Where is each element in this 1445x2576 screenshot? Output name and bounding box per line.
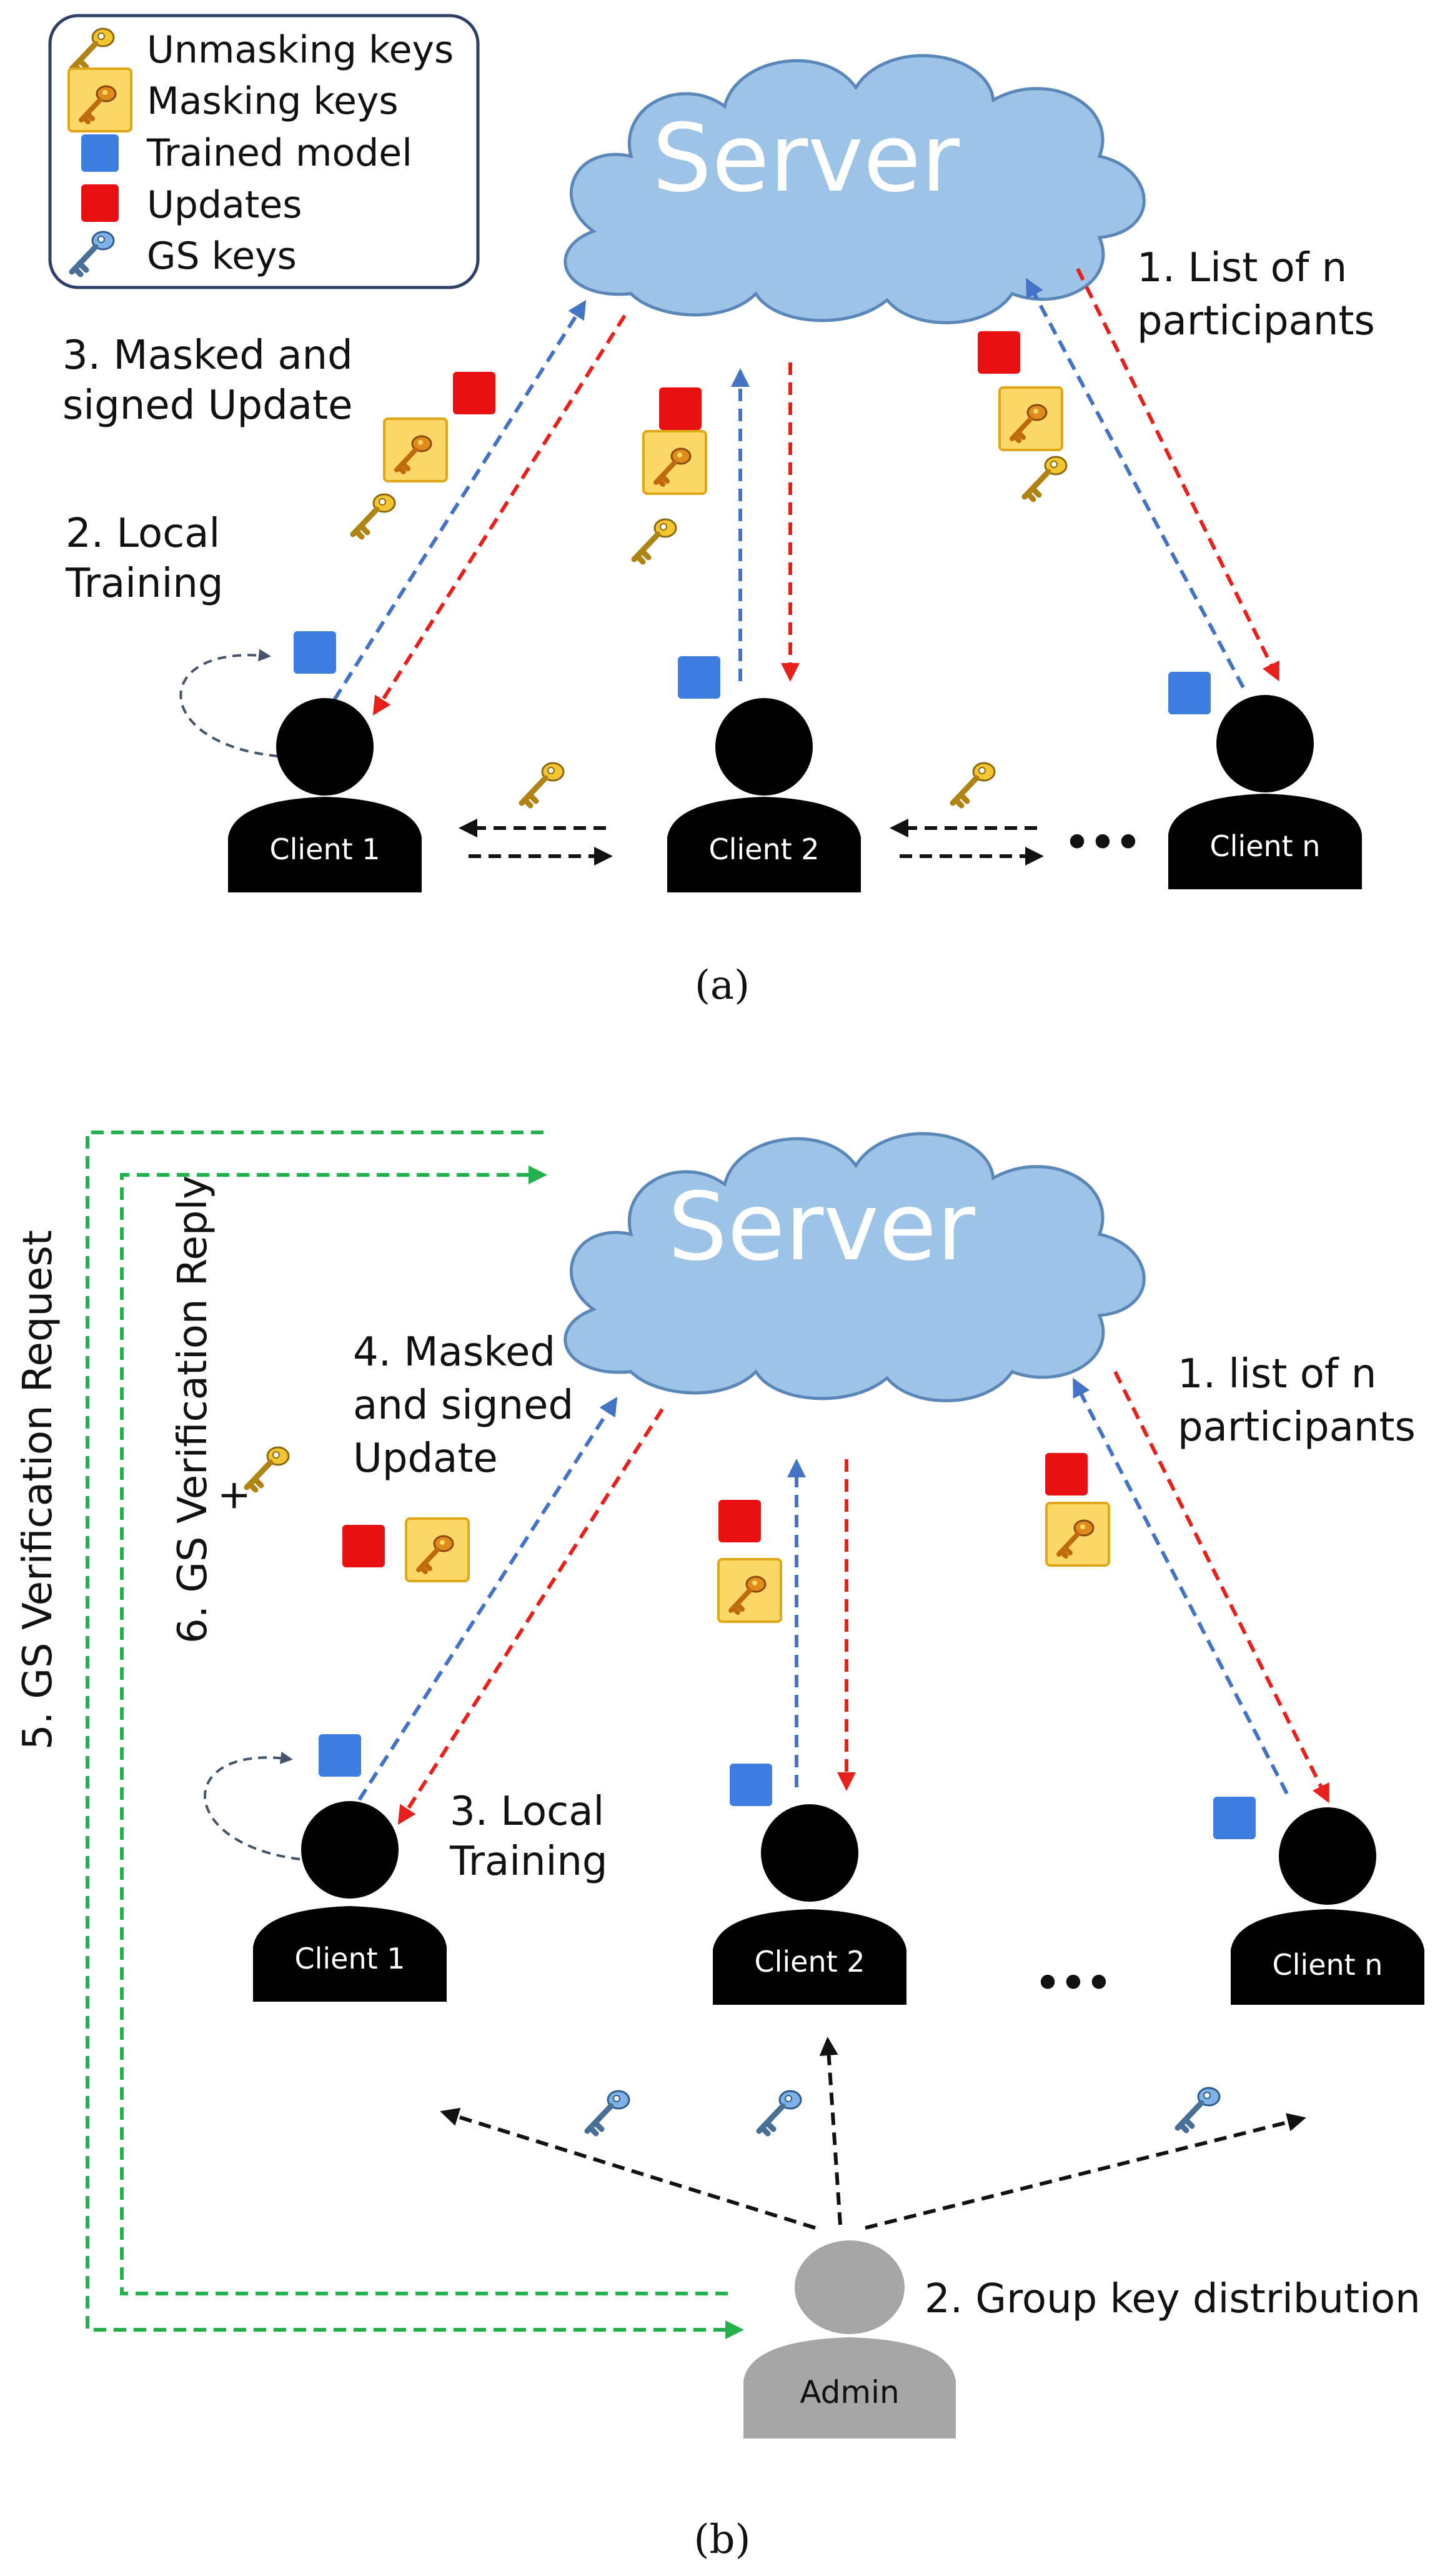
step1-line1-b: 1. list of n [1178, 1351, 1376, 1397]
update-icon-cn-a [978, 331, 1020, 374]
gs-key-icon-cn-b [1178, 2088, 1219, 2130]
clientn-label-b: Client n [1273, 1948, 1383, 1982]
masking-key-icon-c1-b [406, 1519, 469, 1581]
diagram-b: Server 5. GS Verification Request 6. GS … [15, 1131, 1424, 2563]
legend-model-label: Trained model [146, 131, 412, 175]
legend-unmasking-label: Unmasking keys [147, 28, 454, 72]
caption-a: (a) [695, 962, 750, 1009]
update-icon-cn-b [1045, 1453, 1088, 1495]
unmasking-key-icon-p2p1-a [522, 763, 564, 806]
legend-updates-label: Updates [147, 183, 302, 227]
caption-b: (b) [694, 2517, 751, 2563]
step4-line1-b: 4. Masked [353, 1329, 555, 1375]
server-cloud-a: Server [564, 54, 1146, 324]
update-icon-c1-b [342, 1525, 385, 1567]
trained-model-icon [81, 134, 119, 172]
unmasking-key-icon-p2p2-a [953, 763, 995, 806]
client1-label-b: Client 1 [294, 1942, 405, 1975]
local-training-loop-b [204, 1751, 300, 1860]
arrow-client1-to-server-a [332, 299, 587, 701]
arrow-server-to-client1-a [372, 314, 627, 716]
masking-key-icon [69, 69, 131, 131]
update-icon-c2-a [659, 387, 702, 430]
unmasking-key-icon-cn-a [1025, 457, 1066, 499]
gs-verification-request-arrow [86, 1131, 744, 2339]
ellipsis-a: ••• [1065, 820, 1141, 866]
client2-a: Client 2 [667, 698, 861, 892]
arrow-admin-to-client2-b [819, 2037, 842, 2225]
masking-key-icon-cn-a [1000, 387, 1062, 450]
arrow-server-to-client1-b [397, 1408, 664, 1825]
masking-key-icon-cn-b [1046, 1503, 1109, 1565]
trained-model-icon-c2-a [678, 656, 720, 699]
step3-line2-b: Training [449, 1839, 608, 1885]
arrow-clientn-to-server-b [1073, 1377, 1289, 1795]
step5-label-b: 5. GS Verification Request [15, 1230, 61, 1750]
client1-label-a: Client 1 [269, 832, 380, 866]
update-icon [81, 184, 119, 222]
legend-masking-label: Masking keys [147, 79, 399, 123]
trained-model-icon-cn-b [1213, 1797, 1256, 1839]
arrow-server-to-clientn-a [1076, 267, 1279, 682]
gs-key-icon-c1-b [587, 2091, 629, 2134]
step3-line1-a: 3. Masked and [62, 332, 353, 379]
masking-key-icon-c2-b [718, 1559, 781, 1622]
step1-line2-a: participants [1137, 298, 1375, 344]
clientn-label-a: Client n [1210, 829, 1321, 863]
plus-sign-b: + [211, 1479, 257, 1512]
trained-model-icon-c1-b [319, 1734, 361, 1777]
legend-gs-label: GS keys [147, 234, 297, 278]
client2-b: Client 2 [713, 1804, 906, 2005]
step1-line2-b: participants [1178, 1404, 1416, 1450]
update-icon-c2-b [718, 1500, 761, 1542]
trained-model-icon-c1-a [294, 631, 336, 674]
ellipsis-b: ••• [1035, 1960, 1112, 2007]
server-cloud-b: Server [564, 1132, 1146, 1402]
step1-line1-a: 1. List of n [1137, 245, 1347, 291]
client1-b: Client 1 [253, 1801, 447, 2002]
clientn-b: Client n [1231, 1807, 1424, 2005]
step3-line2-a: signed Update [62, 382, 352, 429]
client2-label-b: Client 2 [754, 1945, 865, 1979]
step3-line1-b: 3. Local [450, 1789, 604, 1835]
legend-box [48, 14, 480, 289]
step2-line2-a: Training [65, 561, 224, 607]
local-training-loop-a [179, 649, 279, 757]
gs-verification-reply-arrow [120, 1166, 728, 2295]
admin-b: Admin [743, 2240, 956, 2439]
update-icon-c1-a [453, 372, 495, 414]
masking-key-icon-c2-a [643, 431, 706, 494]
masking-key-icon-c1-a [384, 419, 447, 481]
server-label-b: Server [668, 1173, 975, 1282]
legend: Unmasking keys Masking keys Trained mode… [48, 14, 480, 289]
server-label-a: Server [652, 104, 960, 213]
unmasking-key-icon-c2-a [634, 519, 676, 562]
step4-line2-b: and signed [353, 1382, 574, 1429]
arrow-clientn-to-server-a [1026, 277, 1245, 689]
diagram-a: Unmasking keys Masking keys Trained mode… [48, 14, 1375, 1009]
step6-label-b: 6. GS Verification Reply [170, 1176, 216, 1644]
arrow-admin-to-client1-b [440, 2107, 816, 2230]
client2-label-a: Client 2 [708, 832, 819, 866]
step2-label-b: 2. Group key distribution [925, 2276, 1421, 2322]
client1-a: Client 1 [228, 698, 422, 892]
arrow-admin-to-clientn-b [865, 2113, 1306, 2230]
trained-model-icon-c2-b [730, 1764, 772, 1806]
gs-key-icon-c2-b [759, 2091, 801, 2134]
admin-label-b: Admin [800, 2374, 899, 2410]
step4-line3-b: Update [353, 1435, 498, 1482]
trained-model-icon-cn-a [1168, 672, 1211, 714]
unmasking-key-icon-c1-a [353, 494, 395, 537]
step2-line1-a: 2. Local [66, 511, 220, 557]
clientn-a: Client n [1168, 695, 1362, 889]
